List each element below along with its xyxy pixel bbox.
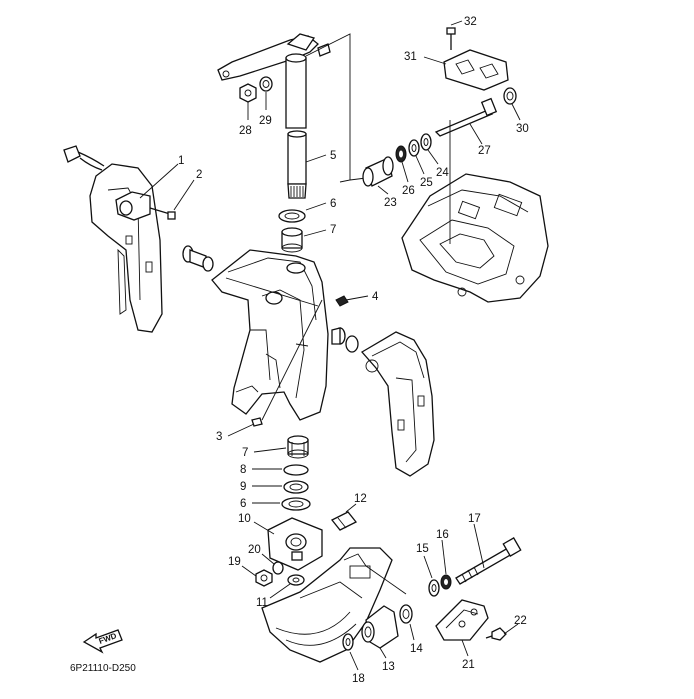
washer-29 (259, 76, 273, 92)
callout-17: 17 (468, 513, 481, 525)
bolt-32 (446, 27, 456, 50)
callout-1: 1 (178, 155, 184, 167)
callout-12: 12 (354, 493, 367, 505)
callout-4: 4 (372, 291, 379, 303)
bracket-31 (443, 49, 509, 91)
bushing-7-lower (287, 435, 309, 459)
clamp-bracket-right (360, 331, 435, 477)
callout-28: 28 (239, 125, 252, 137)
o-ring-8 (283, 464, 309, 476)
mount-13 (361, 605, 399, 649)
collar-30 (503, 87, 517, 105)
lower-casing (261, 547, 393, 663)
bushing-7-upper (281, 227, 303, 253)
mount-23 (362, 156, 394, 187)
fwd-arrow-icon (82, 629, 123, 654)
swivel-bracket (211, 249, 329, 421)
callout-9: 9 (240, 481, 246, 493)
leader-lines (139, 20, 521, 671)
washer-24 (420, 133, 432, 151)
callout-13: 13 (382, 661, 395, 673)
clamp-bracket-left (89, 163, 163, 333)
leader-bracket-top (305, 33, 351, 183)
nut-19 (255, 569, 273, 587)
callout-6-upper: 6 (330, 198, 336, 210)
callout-16: 16 (436, 529, 449, 541)
callout-31: 31 (404, 51, 417, 63)
callout-26: 26 (402, 185, 415, 197)
washer-6-upper (278, 209, 306, 223)
clip-12 (330, 511, 358, 531)
callout-10: 10 (238, 513, 251, 525)
callout-22: 22 (514, 615, 527, 627)
screw-3 (251, 417, 263, 427)
washer-11 (287, 574, 305, 586)
steering-shaft (285, 53, 307, 199)
washer-26 (395, 145, 407, 163)
bolt-27 (434, 97, 498, 137)
drawing-code: 6P21110-D250 (70, 663, 136, 674)
callout-19: 19 (228, 556, 241, 568)
callout-5: 5 (330, 150, 336, 162)
callout-27: 27 (478, 145, 491, 157)
callout-6-lower: 6 (240, 498, 246, 510)
wire-harness (63, 145, 105, 171)
callout-32: 32 (464, 16, 477, 28)
switch-1 (115, 191, 151, 221)
bracket-21 (435, 599, 489, 641)
callout-15: 15 (416, 543, 429, 555)
washer-25 (408, 139, 420, 157)
steering-arm (217, 33, 331, 81)
pin-left (182, 245, 214, 272)
callout-2: 2 (196, 169, 202, 181)
callout-24: 24 (436, 167, 449, 179)
callout-29: 29 (259, 115, 272, 127)
washer-6-lower (281, 497, 311, 511)
washer-16 (440, 574, 452, 590)
bushing-right (331, 327, 359, 353)
callout-30: 30 (516, 123, 529, 135)
nut-28 (239, 83, 257, 103)
grease-nipple-4 (335, 295, 349, 307)
callout-23: 23 (384, 197, 397, 209)
washer-15 (428, 579, 440, 597)
callout-3: 3 (216, 431, 222, 443)
washer-9 (283, 480, 309, 494)
callout-11: 11 (256, 597, 268, 609)
washer-14 (399, 604, 413, 624)
bolt-17 (455, 537, 522, 585)
callout-7-lower: 7 (242, 447, 248, 459)
callout-25: 25 (420, 177, 433, 189)
callout-labels: 32 31 30 27 24 25 26 23 28 29 5 6 7 1 2 … (178, 16, 529, 685)
engine-mount-base (401, 120, 549, 303)
callout-20: 20 (248, 544, 261, 556)
screw-2 (149, 207, 176, 220)
callout-8: 8 (240, 464, 246, 476)
callout-14: 14 (410, 643, 423, 655)
lower-mount-10 (267, 517, 323, 571)
bolt-22 (485, 627, 507, 641)
callout-18: 18 (352, 673, 365, 685)
washer-20 (272, 561, 284, 575)
callout-7-upper: 7 (330, 224, 336, 236)
callout-21: 21 (462, 659, 475, 671)
washer-18 (342, 633, 354, 651)
